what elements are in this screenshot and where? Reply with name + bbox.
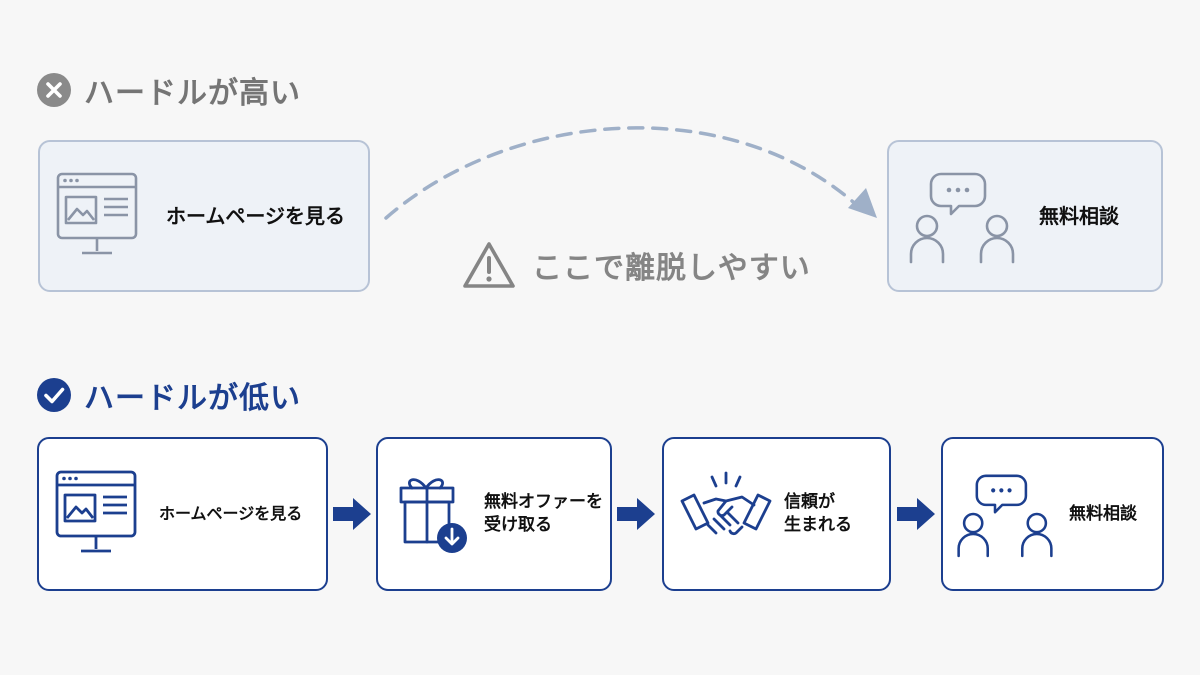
- consultation-icon: [957, 474, 1053, 558]
- high-start-label: ホームページを見る: [166, 203, 345, 228]
- dropout-warning: ここで離脱しやすい: [462, 240, 811, 290]
- arrow-right-icon: [897, 498, 935, 530]
- low-step-free-offer-line1: 無料オファーを: [484, 492, 603, 513]
- consultation-icon: [909, 172, 1015, 264]
- low-step-free-offer: 無料オファーを 受け取る: [376, 437, 612, 591]
- webpage-monitor-icon: [56, 172, 138, 255]
- webpage-monitor-icon: [55, 470, 137, 553]
- close-circle-icon: [37, 73, 71, 107]
- low-step-consultation: 無料相談: [941, 437, 1164, 591]
- low-step-trust-line2: 生まれる: [784, 515, 852, 535]
- high-end-label: 無料相談: [1039, 203, 1119, 228]
- check-circle-icon: [37, 378, 71, 412]
- heading-high-hurdle: ハードルが高い: [36, 68, 301, 112]
- high-end-box: 無料相談: [887, 140, 1163, 292]
- low-step-trust: 信頼が 生まれる: [662, 437, 891, 591]
- warning-triangle-icon: [463, 242, 515, 288]
- heading-high-hurdle-text: ハードルが高い: [84, 76, 301, 111]
- arrow-right-icon: [617, 498, 655, 530]
- heading-low-hurdle: ハードルが低い: [36, 373, 301, 417]
- high-start-box: ホームページを見る: [38, 140, 370, 292]
- low-step-trust-label: 信頼が 生まれる: [784, 491, 852, 537]
- dashed-arrow: [384, 126, 877, 220]
- low-step-webpage-label: ホームページを見る: [159, 504, 303, 524]
- low-step-webpage: ホームページを見る: [37, 437, 328, 591]
- arrow-right-icon: [333, 498, 371, 530]
- low-step-free-offer-label: 無料オファーを 受け取る: [484, 491, 603, 537]
- gift-download-icon: [399, 478, 467, 553]
- heading-low-hurdle-text: ハードルが低い: [84, 381, 301, 416]
- low-step-consultation-label: 無料相談: [1069, 503, 1137, 524]
- low-step-trust-line1: 信頼が: [784, 492, 835, 513]
- dropout-warning-text: ここで離脱しやすい: [532, 251, 811, 286]
- handshake-icon: [680, 471, 772, 536]
- low-step-free-offer-line2: 受け取る: [484, 515, 552, 535]
